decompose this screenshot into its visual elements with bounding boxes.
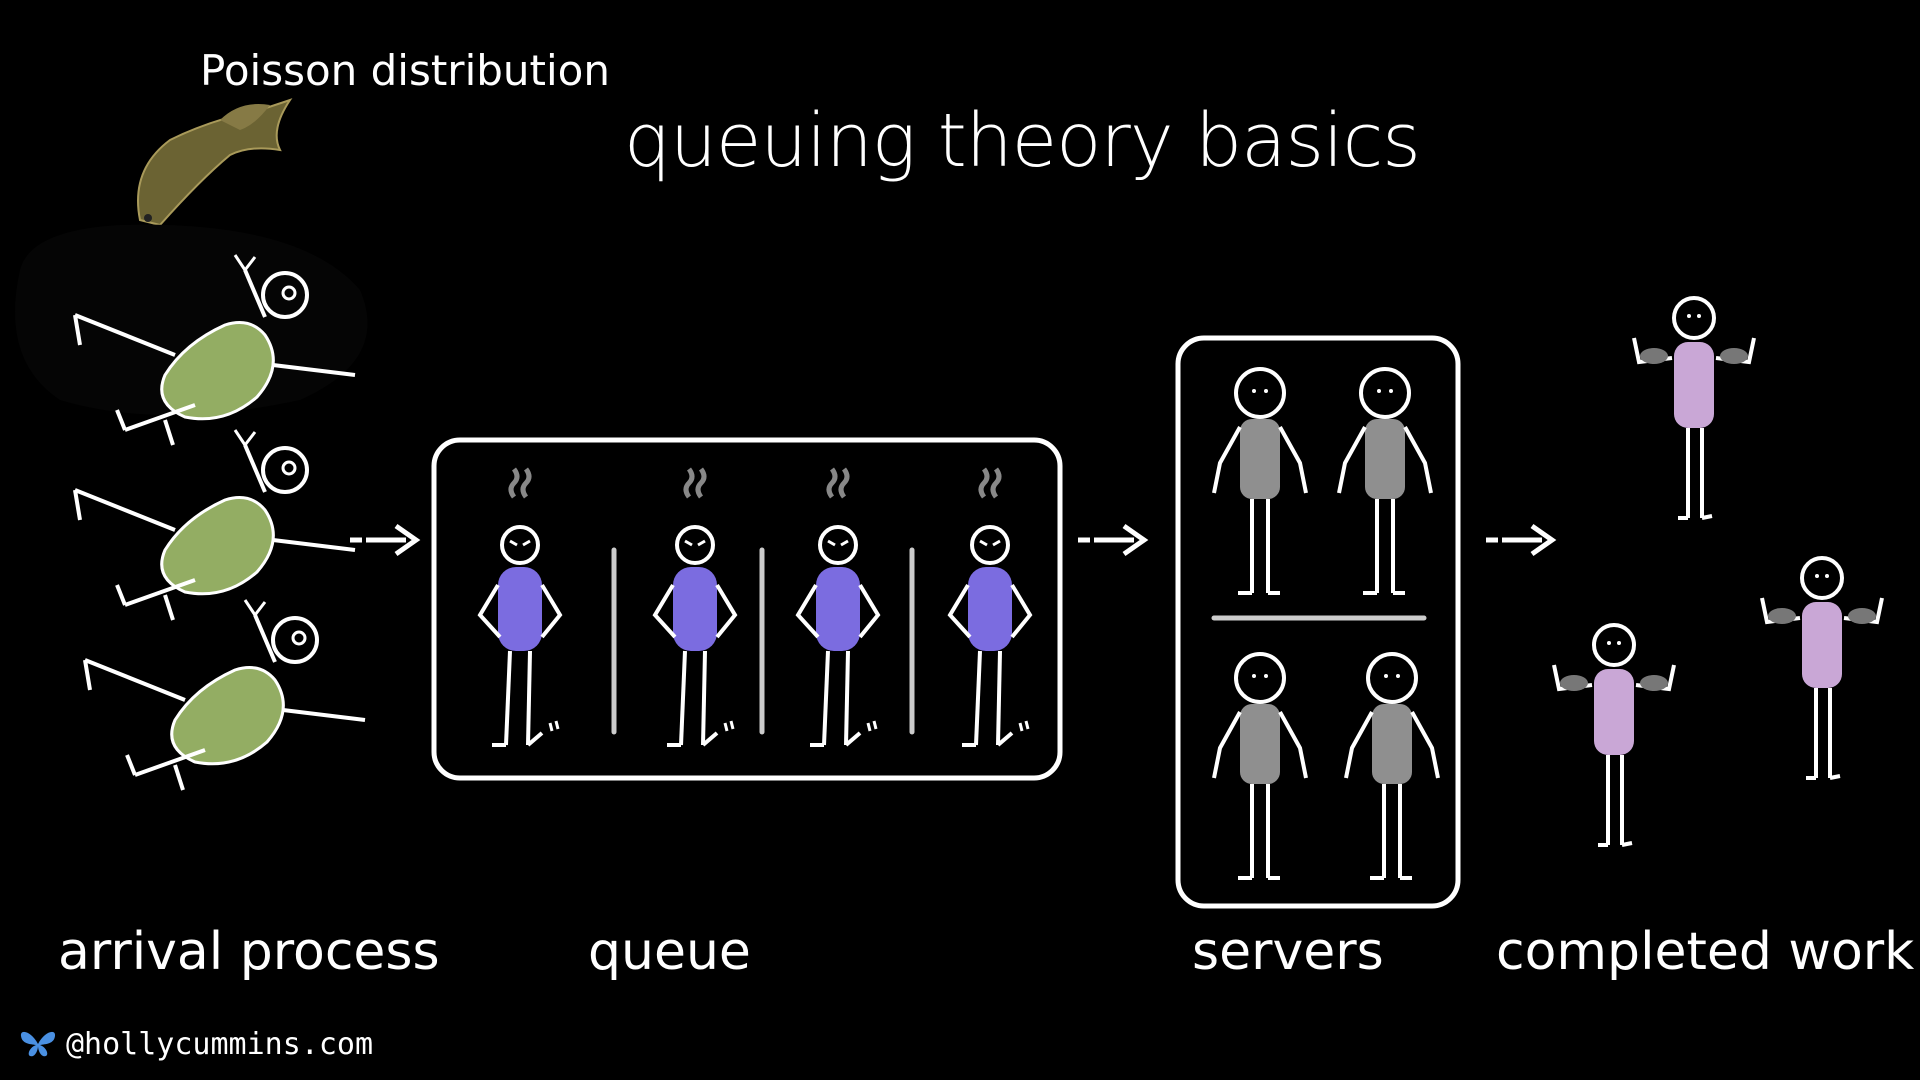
arrival-process-label: arrival process — [58, 922, 440, 982]
arrival-group — [15, 224, 368, 792]
arrow-right-icon — [1486, 526, 1552, 554]
queue-person-4 — [950, 469, 1030, 745]
queue-person-1 — [480, 469, 560, 745]
arrow-right-icon — [1078, 526, 1144, 554]
author-handle: @hollycummins.com — [18, 1026, 373, 1062]
server-person-3 — [1212, 652, 1308, 880]
queue-box — [431, 437, 1063, 781]
handle-text: @hollycummins.com — [66, 1026, 374, 1062]
slide-title: queuing theory basics — [624, 98, 1421, 184]
completed-person-3 — [1760, 556, 1884, 780]
completed-group — [1552, 296, 1884, 847]
server-person-2 — [1337, 367, 1433, 595]
server-person-4 — [1344, 652, 1440, 880]
fish-icon — [137, 98, 293, 227]
queue-label: queue — [588, 922, 751, 982]
arrival-person-2 — [73, 428, 357, 622]
servers-box — [1175, 335, 1461, 909]
butterfly-icon — [20, 1031, 56, 1057]
queue-person-3 — [798, 469, 878, 745]
arrival-person-3 — [83, 598, 367, 792]
poisson-label: Poisson distribution — [200, 46, 610, 95]
completed-person-2 — [1552, 623, 1676, 847]
queue-person-2 — [655, 469, 735, 745]
arrow-right-icon — [350, 526, 416, 554]
server-person-1 — [1212, 367, 1308, 595]
servers-label: servers — [1192, 922, 1384, 982]
completed-work-label: completed work — [1496, 922, 1915, 982]
completed-person-1 — [1632, 296, 1756, 520]
